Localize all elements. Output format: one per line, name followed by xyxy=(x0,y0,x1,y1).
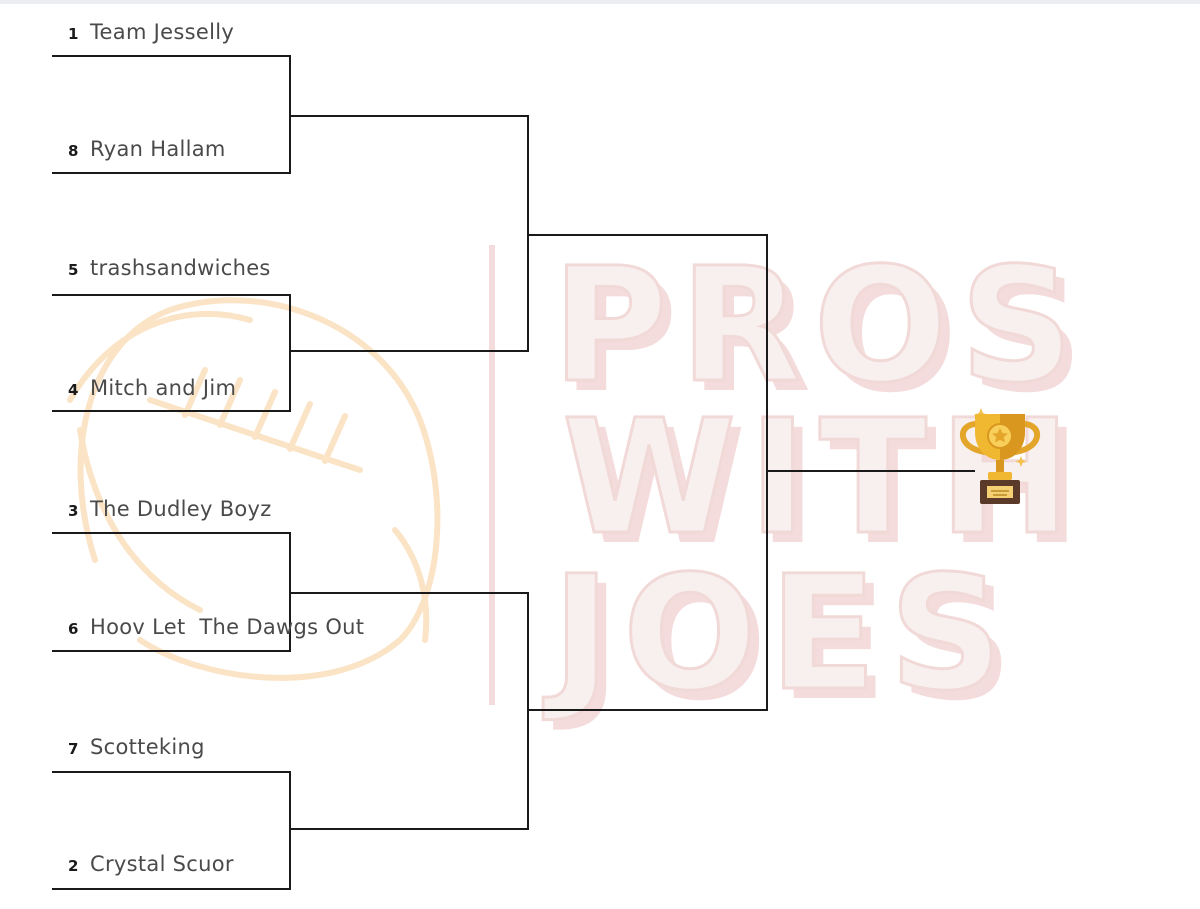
team-slot-7: 7 Scotteking xyxy=(68,735,205,765)
seed-label: 2 xyxy=(68,857,79,875)
team-name: Hoov Let The Dawgs Out xyxy=(90,615,365,639)
matchup-7-2-connector xyxy=(52,771,291,890)
final-lines xyxy=(528,234,975,711)
top-bar xyxy=(0,0,1200,4)
trophy-icon xyxy=(959,408,1041,504)
team-slot-2: 2 Crystal Scuor xyxy=(68,852,234,882)
seed-label: 5 xyxy=(68,261,79,279)
team-name: Crystal Scuor xyxy=(90,852,234,876)
matchup-5-4-connector xyxy=(52,294,291,412)
seed-label: 3 xyxy=(68,502,79,520)
team-name: Mitch and Jim xyxy=(90,376,237,400)
matchup-1-8-connector xyxy=(52,55,291,174)
seed-label: 8 xyxy=(68,142,79,160)
round2-lines xyxy=(290,115,529,830)
team-slot-5: 5 trashsandwiches xyxy=(68,256,271,286)
team-slot-3: 3 The Dudley Boyz xyxy=(68,497,272,527)
semifinal-top-connector xyxy=(290,115,529,352)
team-slot-1: 1 Team Jesselly xyxy=(68,20,234,50)
team-name: The Dudley Boyz xyxy=(90,497,272,521)
seed-label: 6 xyxy=(68,620,79,638)
team-name: Scotteking xyxy=(90,735,205,759)
final-connector xyxy=(528,234,768,711)
team-name: Ryan Hallam xyxy=(90,137,226,161)
seed-label: 4 xyxy=(68,381,79,399)
seed-label: 1 xyxy=(68,25,79,43)
team-slot-8: 8 Ryan Hallam xyxy=(68,137,226,167)
team-name: Team Jesselly xyxy=(90,20,235,44)
team-name: trashsandwiches xyxy=(90,256,271,280)
team-slot-6: 6 Hoov Let The Dawgs Out xyxy=(68,615,364,645)
team-slot-4: 4 Mitch and Jim xyxy=(68,376,236,406)
seed-label: 7 xyxy=(68,740,79,758)
